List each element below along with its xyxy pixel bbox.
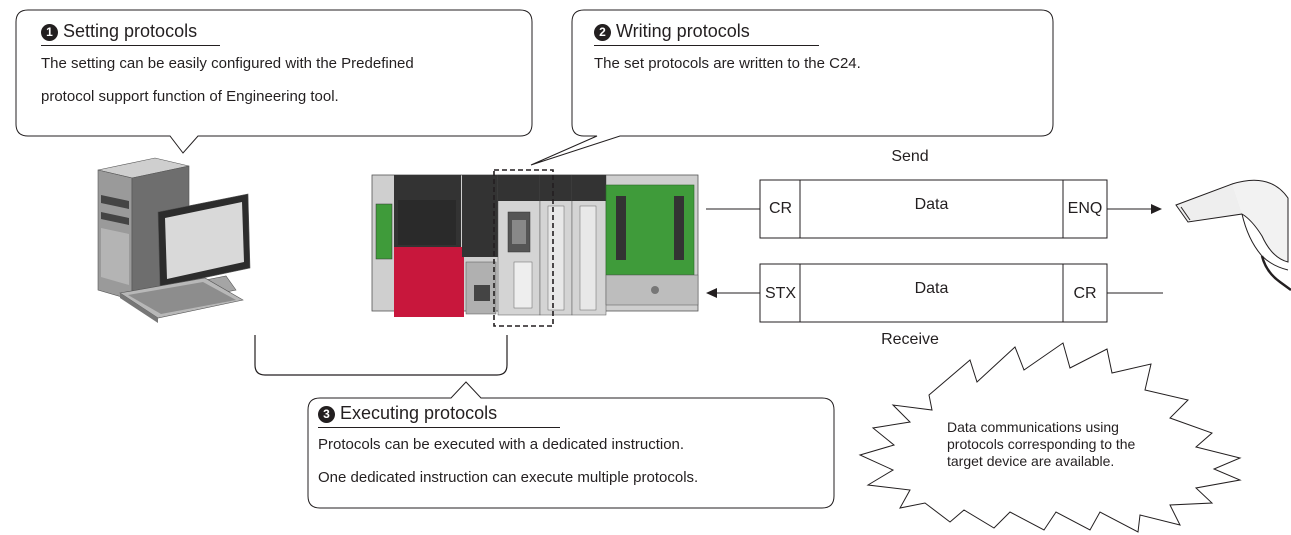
receive-label: Receive [881,331,939,348]
receive-tail-cell: CR [1073,285,1097,302]
plc-unit-icon [371,169,699,327]
connection-bracket [254,335,508,376]
personal-computer-icon [97,157,251,323]
callout-bubble-writing [530,9,1054,166]
underline [318,427,560,428]
callout-setting-line2: protocol support function of Engineering… [41,88,339,105]
underline [594,45,819,46]
callout-executing-line2: One dedicated instruction can execute mu… [318,469,699,486]
callout-setting-line1: The setting can be easily configured wit… [41,55,414,72]
send-frame [759,179,1108,239]
send-label: Send [891,148,929,165]
callout-bubble-executing [307,381,835,509]
burst-shape [858,342,1242,533]
burst-text: Data communications using protocols corr… [947,419,1136,469]
callout-executing-line1: Protocols can be executed with a dedicat… [318,436,685,453]
send-tail-cell: ENQ [1067,200,1103,217]
callout-writing-line1: The set protocols are written to the C24… [594,55,861,72]
receive-frame [759,263,1108,323]
send-data-cell: Data [914,196,949,213]
number-badge-2: 2 [594,24,611,41]
receive-data-cell: Data [914,280,949,297]
underline [41,45,220,46]
number-badge-1: 1 [41,24,58,41]
number-badge-3: 3 [318,406,335,423]
barcode-reader-icon [1175,179,1291,292]
send-head-cell: CR [768,200,793,217]
receive-head-cell: STX [764,285,797,302]
